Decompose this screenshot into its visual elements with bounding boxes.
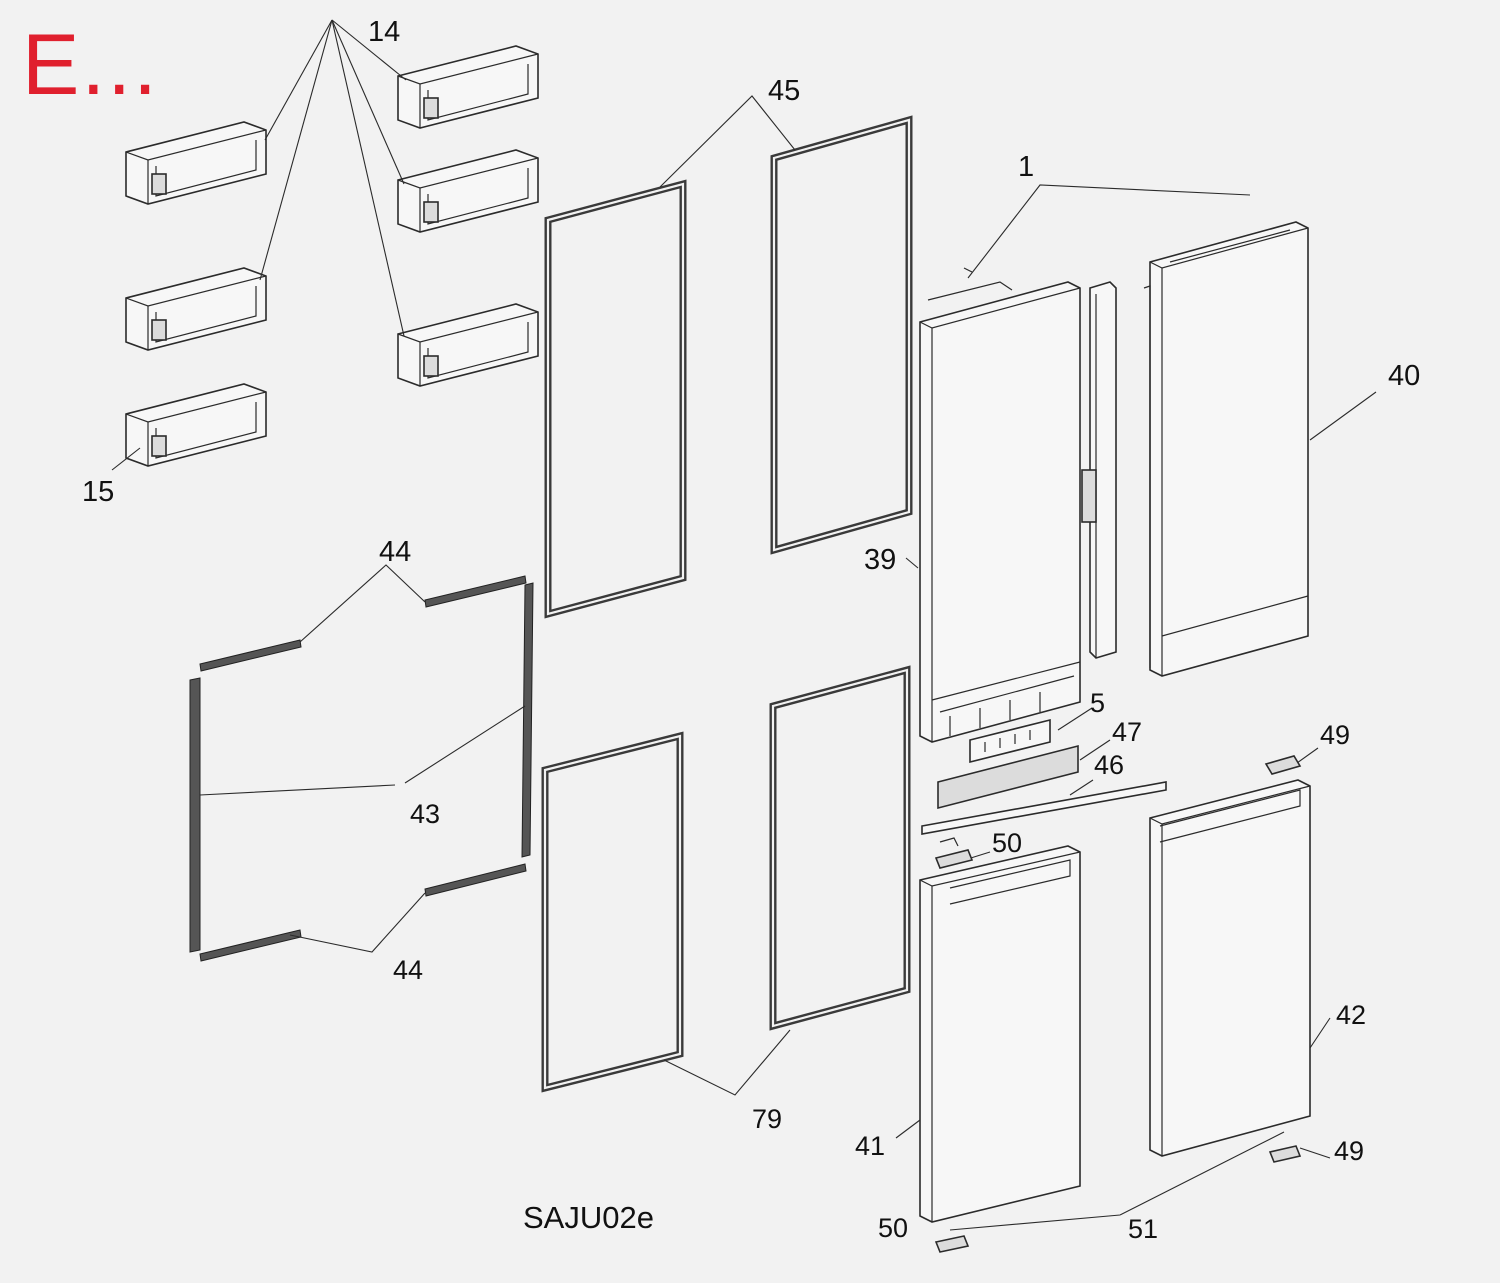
part-50-top <box>934 837 974 869</box>
door-41 <box>919 845 1081 1223</box>
label-43: 43 <box>410 799 441 829</box>
label-41: 41 <box>855 1131 886 1161</box>
part-50-bottom <box>934 1235 970 1253</box>
leader-42 <box>1309 1017 1331 1049</box>
label-14: 14 <box>368 16 401 48</box>
door-39 <box>919 267 1081 743</box>
label-46: 46 <box>1094 750 1125 780</box>
leader-5 <box>1057 707 1093 731</box>
label-1: 1 <box>1018 151 1035 183</box>
label-42: 42 <box>1336 1000 1367 1030</box>
part-5 <box>969 718 1051 764</box>
door-bin-15 <box>125 383 267 467</box>
gasket-45-right <box>770 115 913 555</box>
door-bin-14-c <box>397 149 539 233</box>
label-40: 40 <box>1388 360 1421 392</box>
label-15: 15 <box>82 476 115 508</box>
label-5: 5 <box>1090 688 1106 718</box>
section-mark: E... <box>22 17 160 113</box>
label-50-bottom: 50 <box>878 1213 909 1243</box>
label-79: 79 <box>752 1104 783 1134</box>
label-51: 51 <box>1128 1214 1159 1244</box>
leader-79 <box>663 1029 791 1096</box>
part-49-bottom <box>1268 1145 1302 1163</box>
door-bin-14-d <box>125 267 267 351</box>
leader-39 <box>905 557 919 569</box>
part-46 <box>921 781 1167 835</box>
label-39: 39 <box>864 544 897 576</box>
label-47: 47 <box>1112 717 1143 747</box>
leader-1 <box>967 184 1251 279</box>
door-bin-14-a <box>397 45 539 129</box>
label-44-top: 44 <box>379 536 412 568</box>
part-49-top <box>1264 755 1302 775</box>
leader-49-bottom <box>1299 1147 1331 1159</box>
leader-41 <box>895 1119 921 1139</box>
leader-44-top <box>299 564 426 643</box>
part-47 <box>937 744 1079 810</box>
leader-51 <box>949 1131 1285 1231</box>
gasket-79-left <box>541 731 684 1093</box>
leaders-14 <box>259 19 407 337</box>
label-45: 45 <box>768 75 801 107</box>
gasket-strips-43-44 <box>189 575 534 962</box>
leader-44-bottom <box>289 892 426 953</box>
leader-43 <box>199 705 526 796</box>
label-44-bottom: 44 <box>393 955 424 985</box>
gasket-79-right <box>769 665 911 1031</box>
leader-47 <box>1079 739 1111 761</box>
leader-40 <box>1309 391 1377 441</box>
door-bin-14-e <box>397 303 539 387</box>
leader-46 <box>1069 779 1094 796</box>
label-50-top: 50 <box>992 828 1023 858</box>
label-49-bottom: 49 <box>1334 1136 1365 1166</box>
door-bin-14-b <box>125 121 267 205</box>
leader-45 <box>659 95 796 188</box>
leader-15 <box>111 447 141 471</box>
gasket-45-left <box>544 179 687 619</box>
door-40 <box>1143 221 1309 677</box>
label-49-top: 49 <box>1320 720 1351 750</box>
door-42 <box>1149 779 1311 1157</box>
drawing-code: SAJU02e <box>523 1200 654 1235</box>
hinge-rail <box>1081 281 1117 659</box>
